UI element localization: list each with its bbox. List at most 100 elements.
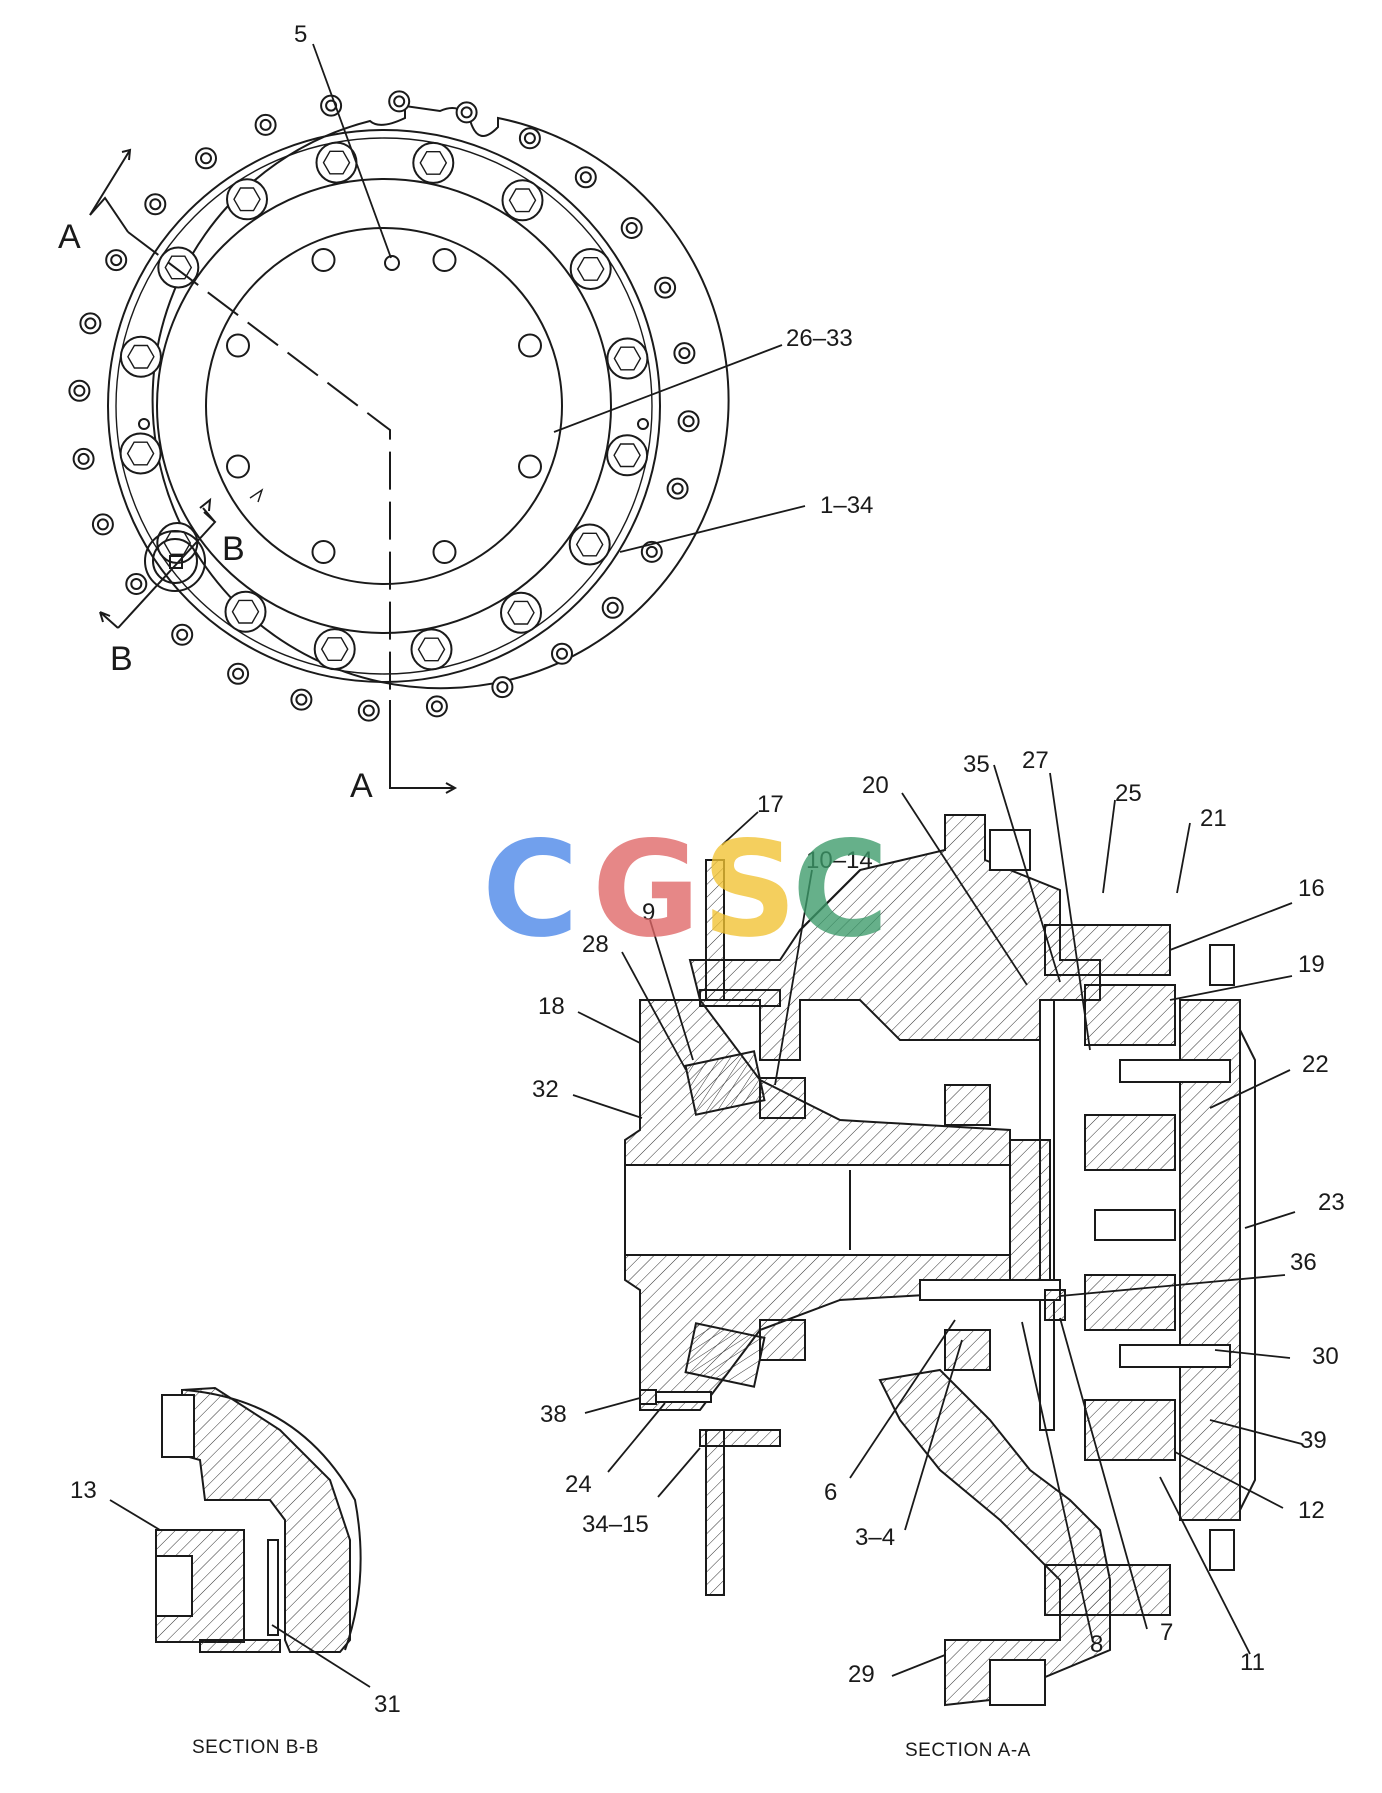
- ring-gear-housing-bottom: [1044, 1564, 1171, 1616]
- outer-bolt-hole-inner: [645, 545, 658, 558]
- ring-gear-housing-top: [1044, 924, 1171, 976]
- inner-bolt-holes: [226, 248, 542, 564]
- spindle-bore: [624, 1164, 1011, 1256]
- bb-bolt-head-top: [161, 1394, 195, 1458]
- sprocket-plate-ring: [699, 989, 781, 1007]
- section-aa-view: 17 10–14 9 28 18 32 20 35 27 25 21 16 19…: [532, 747, 1345, 1707]
- hex-socket: [233, 187, 261, 212]
- hex-socket: [322, 150, 351, 175]
- callout-31: 31: [374, 1691, 401, 1718]
- outer-bolt-hole-inner: [496, 681, 509, 694]
- bb-port-inner: [152, 538, 198, 584]
- callout-18: 18: [538, 993, 565, 1020]
- watermark-letter: C: [482, 813, 579, 967]
- hex-socket: [508, 188, 537, 213]
- callout-19: 19: [1298, 951, 1325, 978]
- bb-fitting: [199, 1639, 281, 1653]
- callout-30: 30: [1312, 1343, 1339, 1370]
- hex-socket: [231, 599, 260, 624]
- small-hole: [138, 418, 150, 430]
- hex-bolt-head: [412, 141, 455, 184]
- callout-34-15: 34–15: [582, 1511, 649, 1538]
- outer-bolt-hole-inner: [579, 171, 592, 184]
- outer-bolt-hole-inner: [295, 693, 308, 706]
- callout-1-34: 1–34: [820, 492, 873, 519]
- leader-5: [312, 43, 392, 259]
- callout-21: 21: [1200, 805, 1227, 832]
- cover-bolt-bottom: [1209, 1529, 1235, 1571]
- outer-bolt-hole-inner: [149, 198, 162, 211]
- hex-socket: [576, 257, 605, 281]
- drive-shaft: [919, 1279, 1061, 1301]
- section-label-a-top: A: [58, 218, 81, 256]
- section-bb-line: [117, 497, 217, 629]
- callout-20: 20: [862, 772, 889, 799]
- caption-section-aa: SECTION A-A: [905, 1740, 1031, 1761]
- bb-housing: [181, 1386, 351, 1653]
- section-bb-arrow-left: [99, 611, 119, 629]
- outer-bolt-hole-inner: [84, 317, 97, 330]
- hub-bolt-hole: [432, 248, 457, 272]
- outer-bolt-hole-inner: [682, 415, 695, 428]
- planet-gear-bottom: [1084, 1399, 1176, 1461]
- section-label-b-right: B: [222, 530, 245, 568]
- outer-bolt-hole-inner: [176, 628, 189, 641]
- planet-gear-top: [1084, 984, 1176, 1046]
- hex-bolt-heads: [119, 141, 649, 671]
- section-label-b-left: B: [110, 640, 133, 678]
- section-aa-leaders: [572, 764, 1303, 1677]
- outer-bolt-hole-inner: [556, 647, 568, 660]
- leader-1-34: [619, 505, 806, 553]
- watermark-letter: C: [792, 813, 889, 967]
- thrust-washer: [1044, 1289, 1066, 1321]
- section-aa-arrow-bottom: [389, 700, 458, 794]
- hex-bolt-head: [226, 178, 268, 221]
- hex-socket: [127, 344, 155, 369]
- bearing-top: [684, 1050, 991, 1126]
- brake-disc-plate-bottom: [705, 1429, 725, 1596]
- callout-16: 16: [1298, 875, 1325, 902]
- outer-bolt-hole-inner: [73, 384, 86, 397]
- hex-bolt-head: [568, 523, 611, 566]
- hub-bolt-hole: [518, 454, 542, 479]
- bb-arc: [184, 1389, 362, 1651]
- outer-bolt-hole-inner: [77, 452, 90, 465]
- bb-seal: [267, 1539, 279, 1636]
- hex-socket: [575, 532, 604, 557]
- outer-bolt-hole-inner: [96, 518, 109, 531]
- callout-3-4: 3–4: [855, 1524, 895, 1551]
- hex-bolt-head: [224, 590, 267, 633]
- outer-bolt-hole-inner: [659, 281, 672, 294]
- outer-bolt-hole-inner: [130, 578, 143, 590]
- bb-plug-hex: [155, 1555, 193, 1617]
- section-aa-line: [127, 231, 391, 780]
- callout-39: 39: [1300, 1427, 1327, 1454]
- sun-gear: [1094, 1209, 1176, 1241]
- hub-bolt-hole: [311, 248, 336, 272]
- leader-13: [109, 1499, 161, 1531]
- inner-ring: [115, 137, 653, 675]
- callout-23: 23: [1318, 1189, 1345, 1216]
- planet-shaft-bottom: [1119, 1344, 1231, 1368]
- callout-7: 7: [1160, 1619, 1173, 1646]
- bolt-circle-ring: [107, 129, 661, 683]
- watermark-letter: G: [592, 813, 700, 967]
- callout-13: 13: [70, 1477, 97, 1504]
- hub-bolt-hole: [226, 333, 250, 358]
- leader-31: [271, 1624, 371, 1688]
- callout-26-33: 26–33: [786, 325, 853, 352]
- outer-bolt-hole-inner: [523, 132, 536, 145]
- hub-bolt-hole: [518, 333, 542, 358]
- callout-36: 36: [1290, 1249, 1317, 1276]
- outer-bolt-hole-inner: [200, 152, 212, 165]
- callout-6: 6: [824, 1479, 837, 1506]
- cover-outline: [1180, 999, 1256, 1521]
- outer-bolt-hole-inner: [362, 704, 375, 717]
- callout-10-14: 10–14: [806, 847, 873, 874]
- callout-32: 32: [532, 1076, 559, 1103]
- callout-35: 35: [963, 751, 990, 778]
- outer-bolt-hole-inner: [678, 347, 691, 360]
- hex-bolt-head: [606, 337, 649, 380]
- hex-socket: [613, 346, 642, 371]
